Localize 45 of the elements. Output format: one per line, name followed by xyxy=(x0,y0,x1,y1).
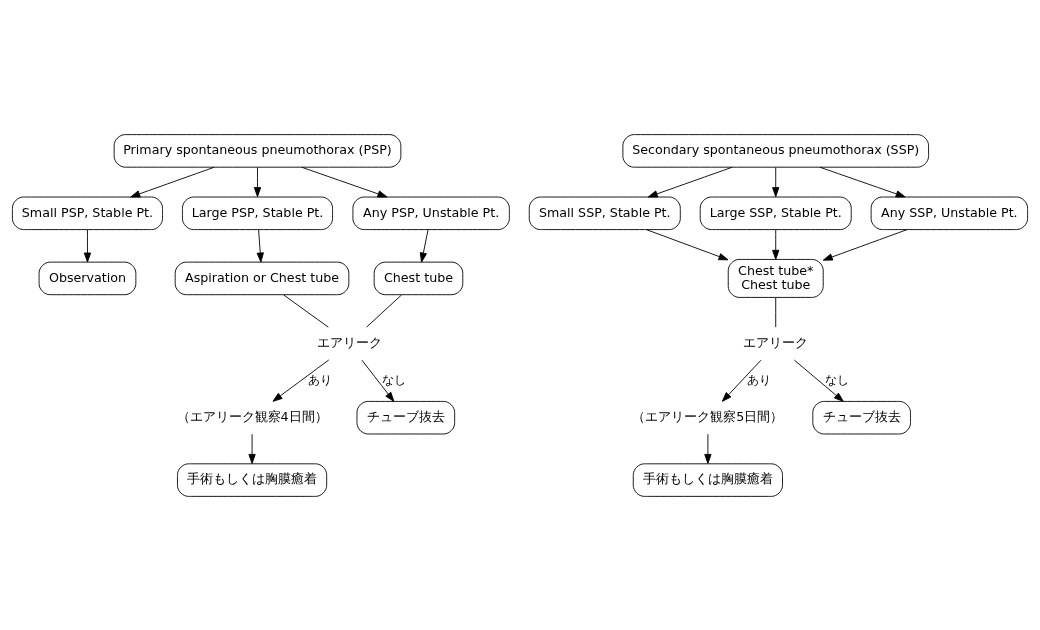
node-box: Observation xyxy=(38,261,137,295)
arrow xyxy=(772,228,780,260)
node-box: チューブ抜去 xyxy=(356,400,456,434)
arrow xyxy=(256,228,264,262)
arrow xyxy=(793,359,844,402)
node-text: エアリーク xyxy=(317,334,383,350)
node-box: Large SSP, Stable Pt. xyxy=(699,196,852,230)
edge-label: なし xyxy=(382,372,407,387)
node-text: エアリーク xyxy=(743,334,809,350)
node-box: Primary spontaneous pneumothorax (PSP) xyxy=(113,133,402,168)
edge-label: あり xyxy=(307,372,332,387)
arrow xyxy=(361,359,395,402)
connector xyxy=(366,294,402,328)
arrow xyxy=(248,433,256,464)
node-box: Aspiration or Chest tube xyxy=(174,261,350,295)
arrow xyxy=(272,359,330,402)
node-box: Any PSP, Unstable Pt. xyxy=(352,196,510,230)
arrow xyxy=(83,228,92,262)
arrow xyxy=(253,166,262,197)
node-box: Any SSP, Unstable Pt. xyxy=(870,196,1029,230)
edge-label: あり xyxy=(746,372,771,387)
arrow xyxy=(822,228,908,261)
connector xyxy=(283,294,329,328)
node-box: Chest tube* Chest tube xyxy=(727,258,824,298)
arrow xyxy=(819,166,906,197)
edge-label: なし xyxy=(825,372,850,387)
arrow xyxy=(647,166,733,197)
connector xyxy=(775,296,777,328)
arrow xyxy=(301,166,388,197)
arrow xyxy=(130,166,215,197)
node-box: 手術もしくは胸膜癒着 xyxy=(632,462,783,497)
arrow xyxy=(721,359,762,402)
arrow xyxy=(704,433,712,464)
node-text: （エアリーク観察5日間） xyxy=(632,408,784,424)
node-box: 手術もしくは胸膜癒着 xyxy=(177,462,328,497)
node-box: Chest tube xyxy=(373,261,464,295)
node-box: チューブ抜去 xyxy=(812,400,911,434)
node-box: Small PSP, Stable Pt. xyxy=(11,196,163,230)
arrow xyxy=(419,228,429,262)
node-box: Large PSP, Stable Pt. xyxy=(182,196,333,230)
arrow xyxy=(646,228,729,260)
node-text: （エアリーク観察4日間） xyxy=(176,408,328,424)
node-box: Secondary spontaneous pneumothorax (SSP) xyxy=(622,133,930,168)
arrow xyxy=(772,166,780,197)
node-box: Small SSP, Stable Pt. xyxy=(528,196,681,230)
